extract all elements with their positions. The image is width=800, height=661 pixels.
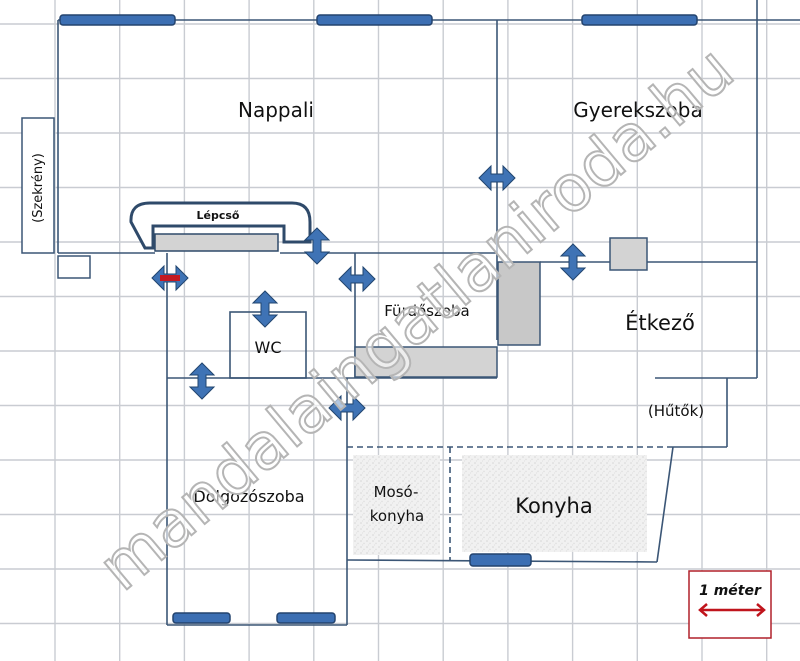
door-arrow-vertical-icon — [559, 243, 587, 281]
staircase — [129, 201, 312, 252]
double-arrow-red-icon — [698, 603, 766, 617]
label-gyerekszoba: Gyerekszoba — [573, 98, 702, 122]
door-arrow-vertical-icon — [303, 227, 331, 265]
door-arrows — [151, 164, 587, 422]
door-arrow-vertical-icon — [188, 362, 216, 400]
label-konyha: Konyha — [515, 494, 593, 518]
cabinet-gray — [497, 261, 541, 346]
label-lepcso: Lépcső — [197, 209, 240, 222]
bathtub — [354, 346, 498, 378]
label-etkezo: Étkező — [625, 310, 695, 335]
window — [172, 612, 231, 624]
label-nappali: Nappali — [238, 98, 314, 122]
window — [59, 14, 176, 26]
konyha-floor — [462, 455, 647, 552]
label-mosokonyha-1: Mosó- — [374, 483, 419, 501]
chimney-square — [609, 237, 648, 271]
small-square — [57, 255, 91, 279]
door-arrow-horizontal-icon — [338, 265, 376, 293]
window — [581, 14, 698, 26]
window — [316, 14, 433, 26]
window — [276, 612, 336, 624]
mosokonyha-floor — [353, 455, 440, 555]
szekreny-box — [21, 117, 55, 254]
red-door-marker — [160, 275, 180, 281]
label-wc: WC — [255, 338, 282, 357]
window — [469, 553, 532, 567]
label-szekreny: (Szekrény) — [31, 153, 46, 223]
windows — [59, 14, 698, 624]
door-arrow-vertical-icon — [251, 290, 279, 328]
room-labels: Nappali Gyerekszoba (Szekrény) Lépcső Fü… — [31, 98, 704, 525]
textured-floors — [353, 455, 647, 555]
scale-label: 1 méter — [699, 583, 762, 599]
label-furdoszoba: Fürdőszoba — [384, 302, 470, 320]
label-dolgozoszoba: Dolgozószoba — [193, 487, 304, 506]
scale-legend: 1 méter — [688, 570, 772, 639]
door-arrow-horizontal-icon — [478, 164, 516, 192]
door-arrow-horizontal-icon — [328, 394, 366, 422]
label-mosokonyha-2: konyha — [370, 507, 424, 525]
label-hutok: (Hűtők) — [648, 402, 704, 420]
